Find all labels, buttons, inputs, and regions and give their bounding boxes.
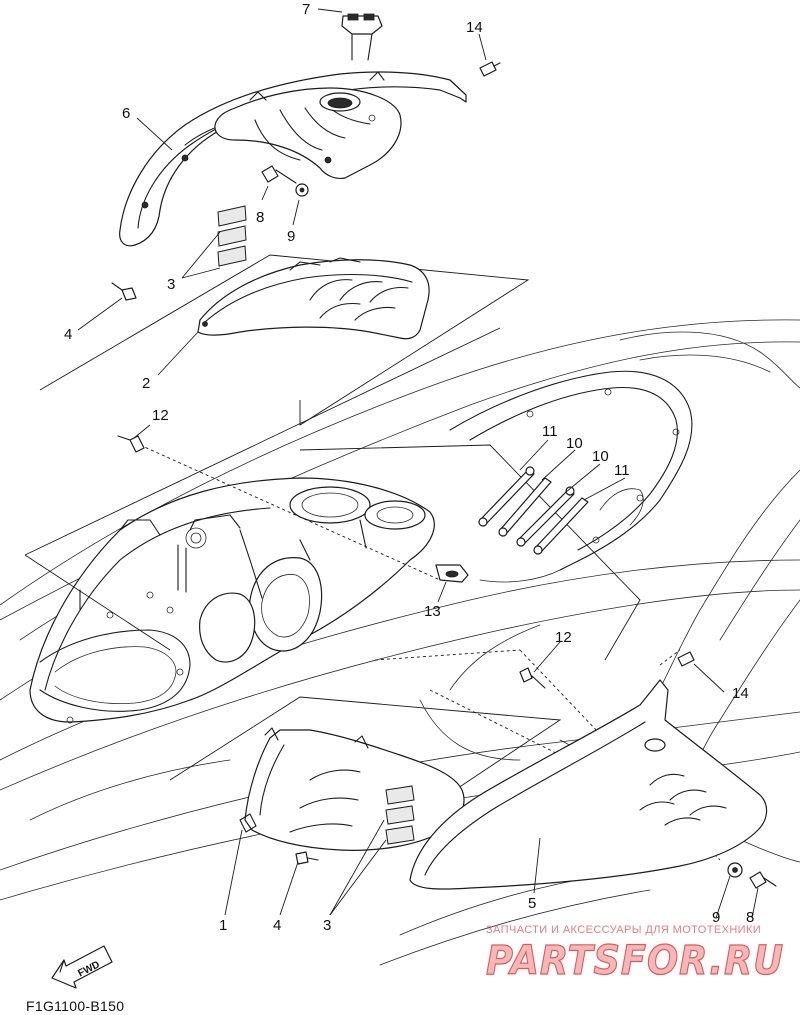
callout-2: 2 (142, 375, 150, 392)
callout-3-upper: 3 (167, 276, 175, 293)
callout-6: 6 (122, 105, 130, 122)
steering-housing (29, 477, 435, 724)
part-3-decals-upper (217, 205, 247, 267)
watermark-logo-text: PARTSFOR.RU (486, 938, 784, 984)
callout-numbers: 7 14 6 8 9 3 4 2 12 11 10 10 11 13 12 14… (64, 1, 754, 934)
fwd-arrow-icon: FWD (51, 945, 113, 989)
callout-3-lower: 3 (323, 917, 331, 934)
callout-8-upper: 8 (256, 209, 264, 226)
callout-14-upper: 14 (466, 19, 483, 36)
fasteners (111, 61, 777, 889)
callout-9-upper: 9 (287, 228, 295, 245)
diagram-code: F1G1100-B150 (26, 998, 124, 1014)
callout-9-lower: 9 (712, 909, 720, 926)
callout-10-left: 10 (566, 435, 583, 452)
seat-well-rim (449, 370, 693, 583)
callout-4-upper: 4 (64, 326, 72, 343)
watermark-tagline: ЗАПЧАСТИ И АКСЕССУАРЫ ДЛЯ МОТОТЕХНИКИ (486, 924, 761, 936)
callout-7: 7 (302, 1, 310, 18)
part-1-side-panel (239, 727, 465, 851)
part-5-side-cover (409, 679, 768, 890)
callout-12-lower: 12 (555, 629, 572, 646)
callout-1: 1 (219, 917, 227, 934)
callout-12-upper: 12 (152, 407, 169, 424)
callout-11-right: 11 (614, 462, 630, 479)
assembly-frames (24, 254, 641, 801)
watermark-logo: ЗАПЧАСТИ И АКСЕССУАРЫ ДЛЯ МОТОТЕХНИКИ PA… (485, 924, 784, 985)
callout-leaders (77, 8, 759, 919)
callout-4-lower: 4 (273, 917, 281, 934)
callout-5: 5 (528, 895, 536, 912)
part-7-clip (341, 13, 383, 61)
part-6-upper-cover (119, 71, 467, 247)
part-2-inner-panel (197, 257, 430, 340)
callout-14-lower: 14 (732, 685, 749, 702)
callout-10-right: 10 (592, 448, 609, 465)
callout-13: 13 (424, 603, 441, 620)
callout-8-lower: 8 (746, 909, 754, 926)
callout-11-left: 11 (542, 423, 558, 440)
